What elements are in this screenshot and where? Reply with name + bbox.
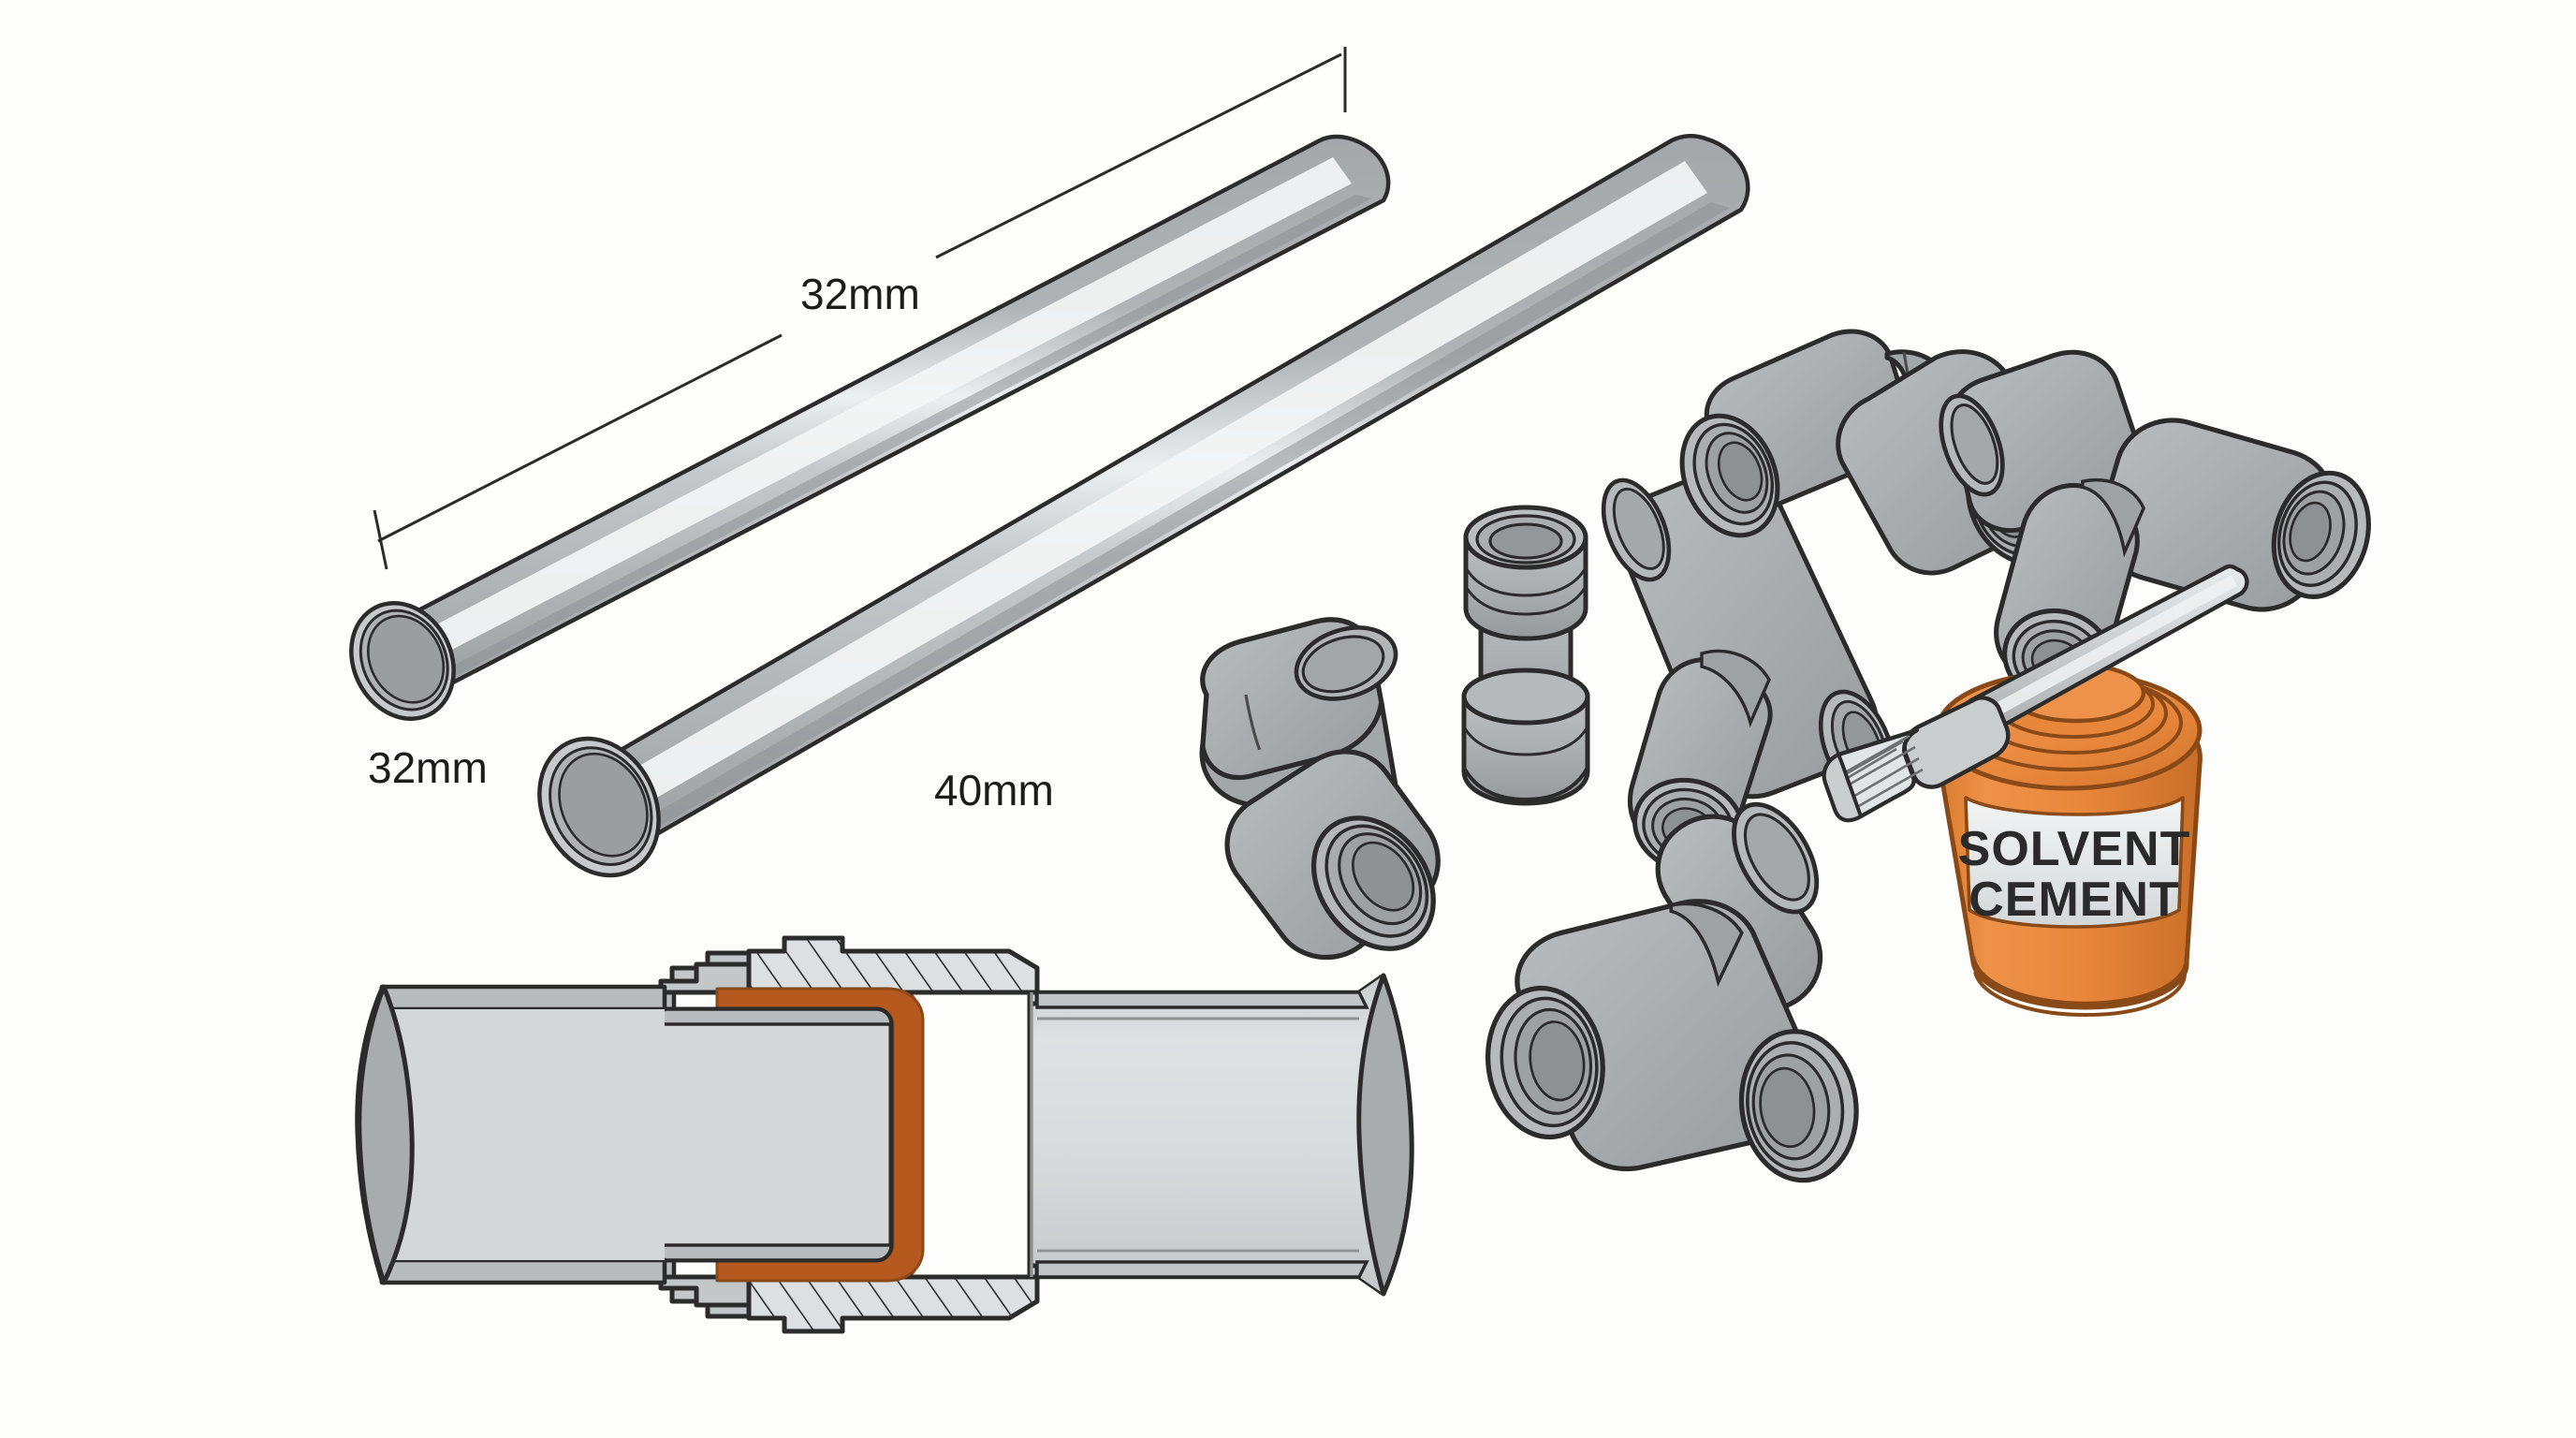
can-base-rim-2 <box>1973 971 2188 1018</box>
section-left-pipe-fill <box>386 1009 665 1260</box>
section-left-skin-lower <box>379 1257 667 1285</box>
elbow-socket-lower <box>1310 815 1436 951</box>
section-left-break <box>357 984 415 1285</box>
tee-middle-fillet <box>1700 649 1771 728</box>
pipe-32mm-shading <box>392 195 1372 699</box>
dimension-line-32mm <box>373 47 1347 570</box>
section-right-body <box>1037 976 1383 1294</box>
pipe-40mm-bore <box>558 752 649 858</box>
pipe-40mm-shading <box>590 202 1730 854</box>
brush-tip <box>1822 753 1863 823</box>
brush-handle-highlight <box>1973 575 2237 726</box>
pipe-32mm-open-end <box>349 601 456 721</box>
elbow-upper-left-bore <box>1717 441 1764 502</box>
part-label-32mm-bore: 32mm <box>368 743 488 792</box>
elbow-lower-left <box>1199 617 1441 961</box>
pipe-32mm <box>349 134 1391 721</box>
can-label-line-2: CEMENT <box>1969 873 2180 927</box>
solvent-cement-can: SOLVENT CEMENT <box>1935 662 2203 1018</box>
applicator-brush <box>1822 564 2249 823</box>
pipe-32mm-bore <box>366 614 446 704</box>
coupler-bottom-edge <box>1462 767 1589 802</box>
section-right-band-lower <box>1035 1260 1369 1279</box>
coupler-groove-upper-1 <box>1465 568 1587 597</box>
can-label-line-1: SOLVENT <box>1958 822 2191 876</box>
pipe-40mm <box>537 134 1750 878</box>
coupler-groove-lower-1 <box>1463 727 1588 756</box>
pipe-40mm-highlight <box>597 161 1707 820</box>
section-left-skin-upper <box>379 984 667 1012</box>
pipe-40mm-open-end <box>537 736 661 878</box>
dimension-line-left-segment <box>377 333 783 543</box>
coupler-groove-upper-2 <box>1465 587 1587 616</box>
tee-lower-left-bore <box>1529 1020 1586 1102</box>
tee-lower-right-bore <box>1759 1066 1816 1149</box>
can-label-plate <box>1964 796 2185 929</box>
pipe-32mm-highlight <box>402 157 1352 667</box>
elbow-upper-socket-left <box>1679 413 1780 538</box>
tee-middle-socket-upper-left <box>1601 477 1672 582</box>
elbow-crease <box>1244 694 1262 751</box>
elbow-socket-lower-bore <box>1352 841 1415 912</box>
tee-lower <box>1485 801 1859 1183</box>
tee-upper-right-socket-right <box>2271 470 2371 600</box>
elbow-socket-upper <box>1294 625 1398 701</box>
tee-lower-socket-left <box>1485 985 1605 1140</box>
coupler-collar-lower-top <box>1461 668 1590 726</box>
coupler-straight <box>1461 505 1590 806</box>
tee-lower-socket-right <box>1738 1029 1859 1183</box>
joint-section <box>355 935 1414 1334</box>
part-label-40mm-bore: 40mm <box>934 766 1054 814</box>
can-base-rim <box>1970 956 2189 1006</box>
coupler-collar-lower <box>1461 694 1590 806</box>
tee-lower-socket-branch <box>1732 801 1820 915</box>
section-right-band-upper <box>1035 990 1369 1009</box>
dimension-line-right-segment <box>935 52 1342 259</box>
dimension-label-32mm-length: 32mm <box>800 270 920 318</box>
tee-upper-right-fillet <box>2081 477 2146 558</box>
tee-lower-fillet <box>1669 902 1744 988</box>
tee-upper-right-right-bore <box>2289 501 2332 563</box>
section-right-break <box>1356 973 1414 1297</box>
tee-upper-right-socket-ul <box>1939 393 2005 497</box>
